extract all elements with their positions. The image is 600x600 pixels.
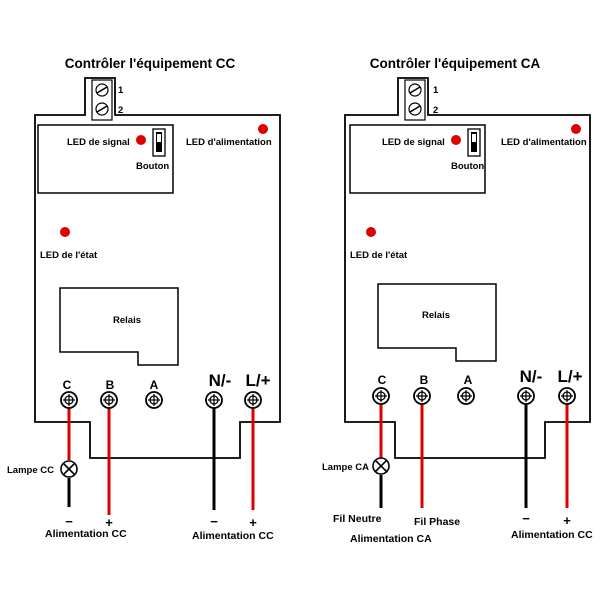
dc-terminal-a[interactable] [145, 391, 163, 409]
dc-terminal-l[interactable] [244, 391, 262, 409]
ac-signal-module [349, 124, 486, 194]
dc-left-minus: − [65, 514, 73, 529]
dc-terminal-2-label: 2 [118, 105, 123, 116]
ac-led-status [366, 227, 376, 237]
ac-button[interactable] [467, 128, 481, 157]
dc-terminal-c[interactable] [60, 391, 78, 409]
ac-terminal-c-label: C [378, 373, 387, 387]
ac-terminal-l-label: L/+ [557, 367, 582, 386]
dc-terminal-b[interactable] [100, 391, 118, 409]
dc-board-outline [34, 77, 281, 459]
ac-right-minus: − [522, 511, 530, 526]
dc-diagram: Contrôler l'équipement CC 1 2 LED de sig… [7, 56, 281, 542]
dc-left-plus: + [105, 515, 113, 530]
dc-terminal-n[interactable] [205, 391, 223, 409]
ac-terminal-n-label: N/- [520, 367, 543, 386]
dc-relay-label: Relais [113, 315, 141, 326]
ac-terminal-screw-2[interactable] [408, 102, 422, 116]
ac-led-power-label: LED d'alimentation [501, 137, 587, 148]
ac-button-label: Bouton [451, 161, 484, 172]
dc-title: Contrôler l'équipement CC [65, 56, 236, 71]
ac-relay-label: Relais [422, 310, 450, 321]
ac-right-plus: + [563, 513, 571, 528]
ac-terminal-b[interactable] [413, 387, 431, 405]
dc-right-minus: − [210, 514, 218, 529]
dc-led-power [258, 124, 268, 134]
dc-top-terminal-block: 1 2 [91, 79, 124, 121]
ac-lamp-label: Lampe CA [322, 462, 369, 473]
dc-led-power-label: LED d'alimentation [186, 137, 272, 148]
dc-signal-module [37, 124, 174, 194]
dc-terminal-c-label: C [63, 378, 72, 392]
ac-relay [377, 283, 497, 362]
dc-left-supply-label: Alimentation CC [45, 528, 127, 540]
dc-right-plus: + [249, 515, 257, 530]
dc-lamp-label: Lampe CC [7, 465, 54, 476]
ac-top-terminal-block: 1 2 [404, 79, 439, 121]
dc-led-status [60, 227, 70, 237]
dc-button-label: Bouton [136, 161, 169, 172]
ac-led-signal [451, 135, 461, 145]
dc-terminal-a-label: A [150, 378, 159, 392]
ac-terminal-1-label: 1 [433, 85, 439, 96]
dc-terminal-l-label: L/+ [245, 371, 270, 390]
dc-led-signal-label: LED de signal [67, 137, 130, 148]
ac-led-status-label: LED de l'état [350, 250, 408, 261]
ac-phase-label: Fil Phase [414, 516, 460, 528]
ac-diagram: Contrôler l'équipement CA 1 2 LED de sig… [322, 56, 593, 545]
ac-neutral-label: Fil Neutre [333, 513, 382, 525]
dc-button[interactable] [152, 128, 166, 157]
ac-terminal-l[interactable] [558, 387, 576, 405]
dc-terminal-1-label: 1 [118, 85, 124, 96]
ac-terminal-n[interactable] [517, 387, 535, 405]
dc-terminal-n-label: N/- [209, 371, 232, 390]
ac-led-signal-label: LED de signal [382, 137, 445, 148]
ac-terminal-screw-1[interactable] [408, 83, 422, 97]
dc-led-status-label: LED de l'état [40, 250, 98, 261]
dc-terminal-b-label: B [106, 378, 115, 392]
ac-board-outline [344, 77, 591, 459]
ac-left-supply-label: Alimentation CA [350, 533, 432, 545]
ac-terminal-a-label: A [464, 373, 473, 387]
dc-terminal-screw-2[interactable] [95, 102, 109, 116]
ac-terminal-c[interactable] [372, 387, 390, 405]
dc-terminal-screw-1[interactable] [95, 83, 109, 97]
dc-lamp-icon [60, 460, 78, 478]
ac-terminal-b-label: B [420, 373, 429, 387]
dc-right-supply-label: Alimentation CC [192, 530, 274, 542]
ac-terminal-a[interactable] [457, 387, 475, 405]
dc-led-signal [136, 135, 146, 145]
ac-lamp-icon [372, 457, 390, 475]
dc-relay [59, 287, 179, 366]
ac-title: Contrôler l'équipement CA [370, 56, 541, 71]
ac-right-supply-label: Alimentation CC [511, 529, 593, 541]
ac-terminal-2-label: 2 [433, 105, 438, 116]
ac-led-power [571, 124, 581, 134]
